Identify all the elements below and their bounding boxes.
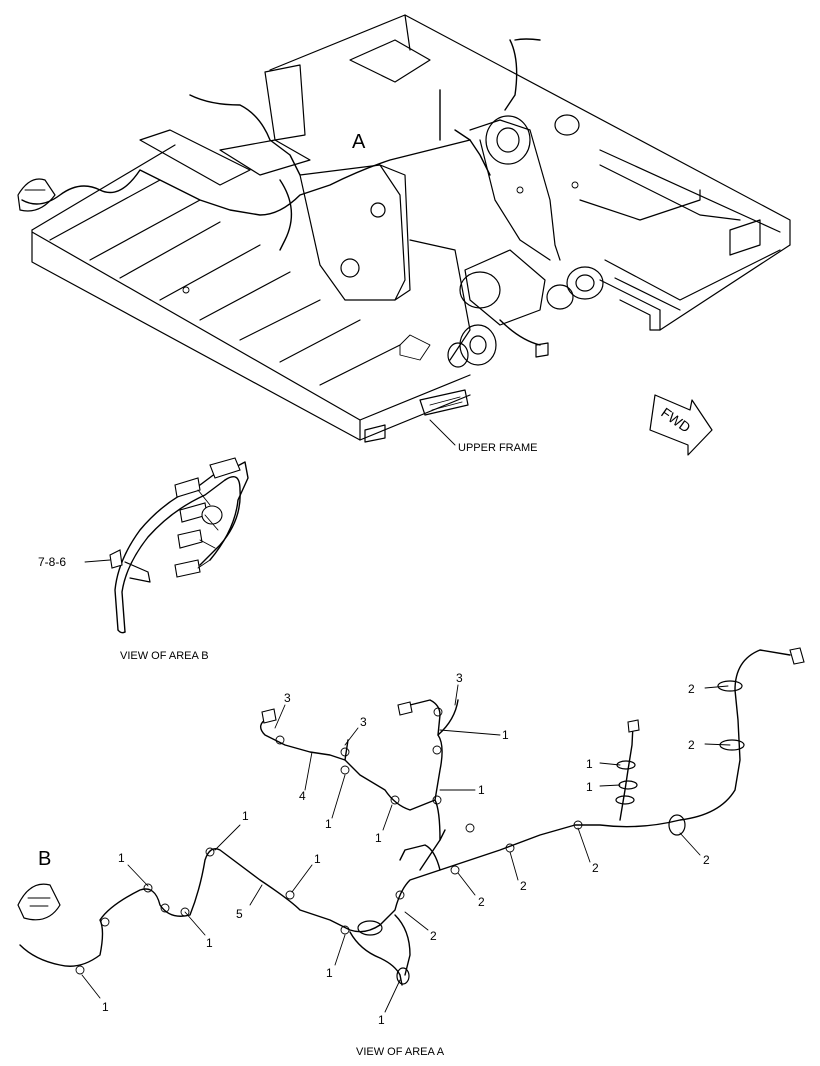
callout-2: 2 xyxy=(688,682,695,696)
area-a-marker: A xyxy=(352,131,366,153)
callout-2: 2 xyxy=(478,895,485,909)
area-b-marker: B xyxy=(38,848,51,870)
callout-4: 4 xyxy=(299,789,306,803)
upper-frame-label: UPPER FRAME xyxy=(458,442,537,454)
callout-3: 3 xyxy=(456,671,463,685)
callout-1: 1 xyxy=(586,757,593,771)
callout-1: 1 xyxy=(375,831,382,845)
callout-2: 2 xyxy=(703,853,710,867)
callout-2: 2 xyxy=(430,929,437,943)
callout-3: 3 xyxy=(360,715,367,729)
callout-1: 1 xyxy=(378,1013,385,1027)
upper-frame-drawing: A UPPER FRAME xyxy=(17,14,791,454)
callout-3: 3 xyxy=(284,691,291,705)
callout-7-8-6: 7-8-6 xyxy=(38,555,66,569)
callout-1: 1 xyxy=(325,817,332,831)
callout-1: 1 xyxy=(478,783,485,797)
callout-1: 1 xyxy=(314,852,321,866)
callout-1: 1 xyxy=(118,851,125,865)
fwd-arrow: FWD xyxy=(649,394,713,456)
callout-1: 1 xyxy=(502,728,509,742)
callout-1: 1 xyxy=(586,780,593,794)
callout-1: 1 xyxy=(242,809,249,823)
callout-2: 2 xyxy=(688,738,695,752)
view-area-a: B xyxy=(17,647,805,1058)
callout-1: 1 xyxy=(206,936,213,950)
callout-5: 5 xyxy=(236,907,243,921)
callout-2: 2 xyxy=(592,861,599,875)
callout-1: 1 xyxy=(326,966,333,980)
view-area-b-title: VIEW OF AREA B xyxy=(120,650,209,662)
callout-2: 2 xyxy=(520,879,527,893)
callout-1: 1 xyxy=(102,1000,109,1014)
view-area-a-title: VIEW OF AREA A xyxy=(356,1046,445,1058)
view-area-b: 7-8-6 VIEW OF AREA B xyxy=(38,457,249,662)
